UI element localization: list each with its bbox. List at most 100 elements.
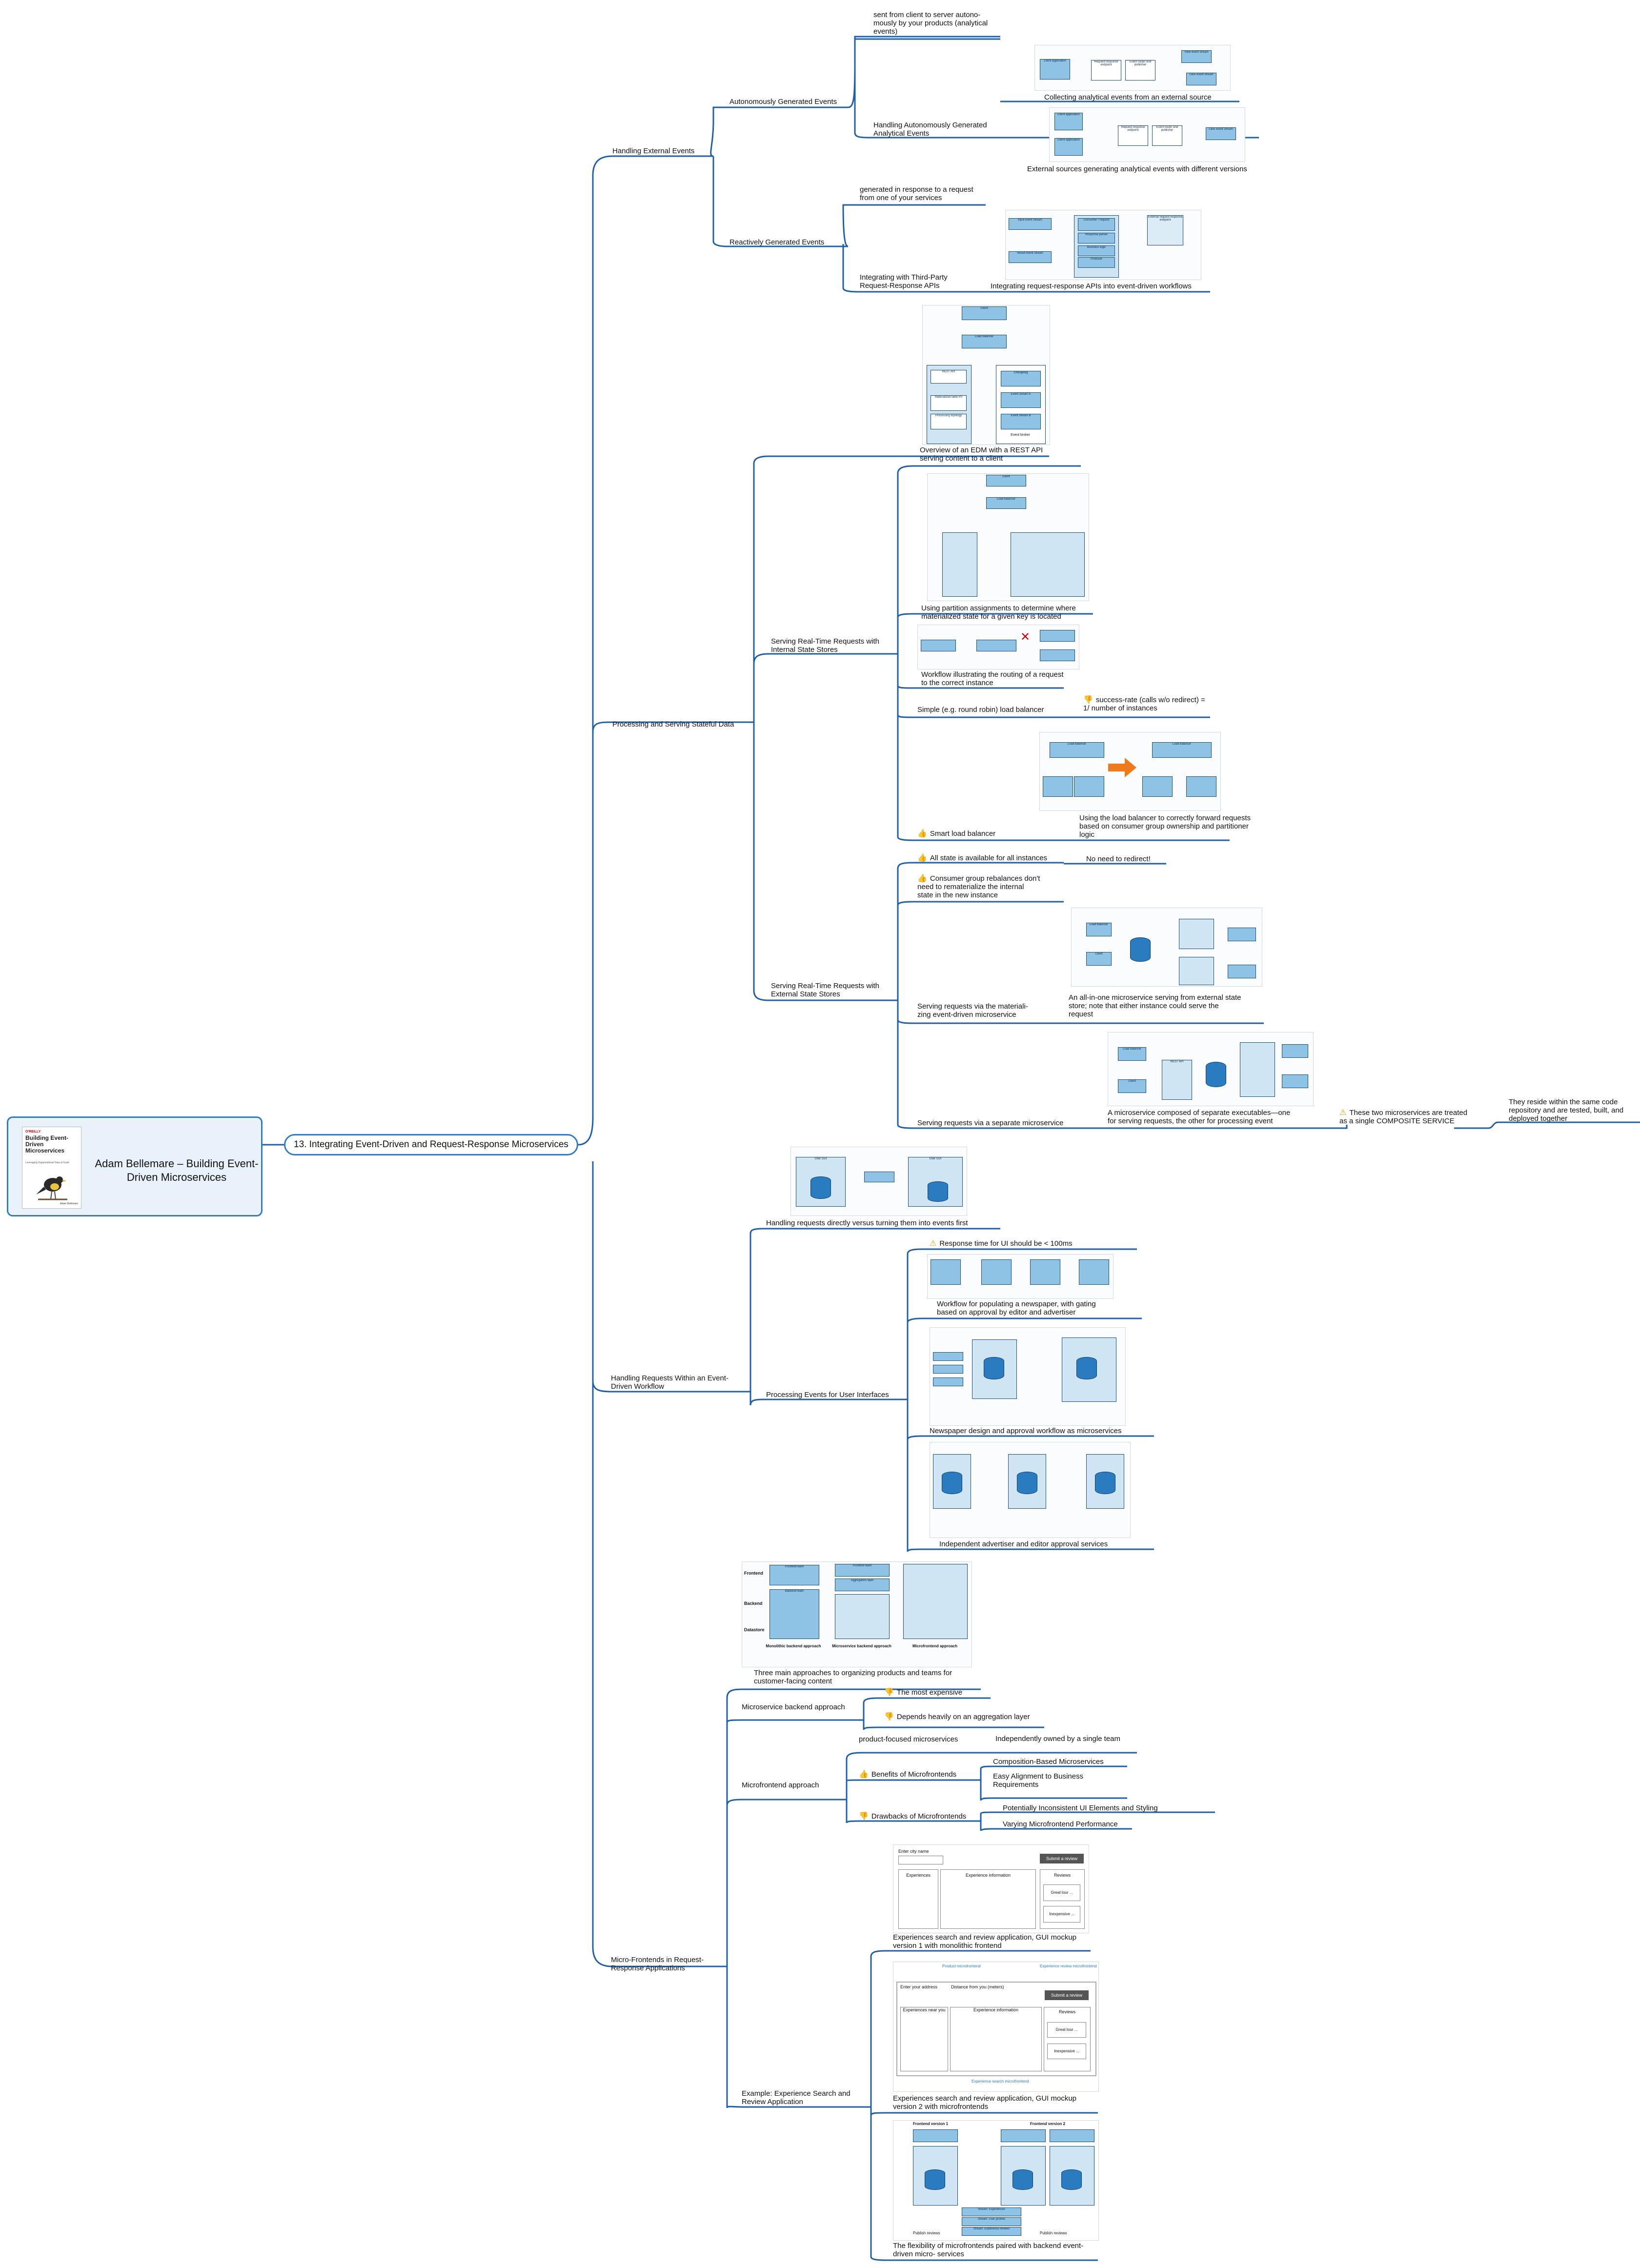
topic-microfrontend-approach[interactable]: Microfrontend approach bbox=[742, 1781, 819, 1789]
topic-internal-state[interactable]: Serving Real-Time Requests with Internal… bbox=[771, 637, 880, 654]
figure-routing: ✕ bbox=[917, 625, 1079, 669]
note-varying-performance[interactable]: Varying Microfrontend Performance bbox=[1003, 1820, 1118, 1828]
datastore-2-disk bbox=[928, 1181, 948, 1202]
caption-smart-lb: Using the load balancer to correctly for… bbox=[1079, 814, 1251, 839]
changelog-box: Changelog bbox=[1001, 371, 1041, 386]
note-depends-aggregation[interactable]: 👎Depends heavily on an aggregation layer bbox=[884, 1713, 1030, 1721]
topic-external-state[interactable]: Serving Real-Time Requests with External… bbox=[771, 982, 880, 998]
thumbs-up-icon: 👍 bbox=[917, 830, 927, 838]
topic-serving-materializing[interactable]: Serving requests via the materiali- zing… bbox=[917, 1002, 1028, 1019]
layouts-stream-box bbox=[933, 1377, 963, 1386]
note-inconsistent-ui[interactable]: Potentially Inconsistent UI Elements and… bbox=[1003, 1804, 1158, 1812]
cross-icon: ✕ bbox=[1020, 630, 1031, 644]
materialized-box: Materialized table P0 bbox=[931, 395, 967, 411]
populator-disk bbox=[984, 1357, 1004, 1379]
populator-disk bbox=[942, 1472, 962, 1494]
topic-example[interactable]: Example: Experience Search and Review Ap… bbox=[742, 2089, 850, 2106]
city-input[interactable] bbox=[898, 1856, 943, 1864]
topic-processing-ui[interactable]: Processing Events for User Interfaces bbox=[766, 1391, 889, 1399]
thumbs-down-icon: 👎 bbox=[1083, 696, 1093, 704]
note-no-redirect[interactable]: No need to redirect! bbox=[1086, 855, 1151, 863]
click-stream-box: Click event stream bbox=[1186, 73, 1216, 85]
note-most-expensive[interactable]: 👎The most expensive bbox=[884, 1688, 963, 1697]
instance-0-box bbox=[1179, 919, 1214, 949]
caption-integrating: Integrating request-response APIs into e… bbox=[991, 282, 1192, 290]
review-item: Great tour ... bbox=[1043, 1884, 1080, 1901]
root-topic[interactable]: O'REILLY Building Event-Driven Microserv… bbox=[7, 1116, 263, 1216]
advertiser-box bbox=[1030, 1259, 1060, 1285]
figure-newspaper-workflow bbox=[927, 1254, 1114, 1299]
bird-illustration-icon bbox=[36, 1176, 67, 1200]
thumbs-down-icon: 👎 bbox=[884, 1713, 894, 1721]
topic-product-focused[interactable]: product-focused microservices bbox=[859, 1735, 958, 1743]
topic-smart-lb[interactable]: 👍Smart load balancer bbox=[917, 830, 996, 838]
submit-review-button[interactable]: Submit a review bbox=[1045, 1990, 1089, 2000]
external-api-box: External request-response endpoint bbox=[1147, 215, 1183, 245]
load-balancer-box: Load balancer bbox=[962, 335, 1007, 348]
topic-micro-frontends[interactable]: Micro-Frontends in Request- Response App… bbox=[611, 1956, 704, 1972]
note-composite[interactable]: ⚠These two microservices are treated as … bbox=[1339, 1109, 1468, 1125]
topic-drawbacks[interactable]: 👎Drawbacks of Microfrontends bbox=[859, 1812, 967, 1821]
figure-handling-directly: User GUI User GUI bbox=[790, 1147, 967, 1216]
warning-icon: ⚠ bbox=[930, 1239, 937, 1248]
topic-simple-lb[interactable]: Simple (e.g. round robin) load balancer bbox=[917, 706, 1044, 714]
review-mf-label: Experience review microfrontend bbox=[1040, 1964, 1097, 1968]
review-item: Inexpensive ... bbox=[1047, 2044, 1086, 2059]
book-subtitle: Leveraging Organizational Data at Scale bbox=[25, 1161, 69, 1164]
note-success-rate[interactable]: 👎success-rate (calls w/o redirect) = 1/ … bbox=[1083, 696, 1205, 712]
stream-a-box: Event stream A bbox=[1001, 392, 1041, 408]
publish-reviews-label: Publish reviews bbox=[913, 2231, 940, 2235]
caption-newspaper-design: Newspaper design and approval workflow a… bbox=[930, 1427, 1122, 1435]
aggregation-box: Aggregation layer bbox=[835, 1579, 890, 1591]
instance-a2-box bbox=[1142, 776, 1173, 797]
topic-handling-within[interactable]: Handling Requests Within an Event- Drive… bbox=[611, 1374, 729, 1391]
ads-stream-box bbox=[933, 1365, 963, 1374]
submit-review-button[interactable]: Submit a review bbox=[1040, 1854, 1084, 1863]
topic-serving-separate[interactable]: Serving requests via a separate microser… bbox=[917, 1119, 1064, 1127]
instance-0-box bbox=[1040, 630, 1075, 642]
topic-microservice-backend[interactable]: Microservice backend approach bbox=[742, 1703, 845, 1711]
note-reside[interactable]: They reside within the same code reposit… bbox=[1509, 1098, 1624, 1123]
note-response-time[interactable]: ⚠Response time for UI should be < 100ms bbox=[930, 1239, 1073, 1248]
release-box bbox=[1079, 1259, 1109, 1285]
topic-all-state[interactable]: 👍All state is available for all instance… bbox=[917, 854, 1048, 862]
note-easy-alignment[interactable]: Easy Alignment to Business Requirements bbox=[993, 1772, 1084, 1789]
topic-consumer-group[interactable]: 👍Consumer group rebalances don't need to… bbox=[917, 874, 1040, 899]
instance-1-box bbox=[1179, 957, 1214, 985]
book-cover-image: O'REILLY Building Event-Driven Microserv… bbox=[22, 1127, 81, 1209]
stream-experiences-box: Stream: Experiences bbox=[962, 2207, 1021, 2216]
note-composition-based[interactable]: Composition-Based Microservices bbox=[993, 1758, 1104, 1766]
figure-separate: Load balancer Client REST API bbox=[1108, 1032, 1314, 1106]
note-autonomous-desc[interactable]: sent from client to server autono- mousl… bbox=[873, 11, 988, 36]
note-independently-owned[interactable]: Independently owned by a single team bbox=[995, 1735, 1121, 1743]
topic-third-party[interactable]: Integrating with Third-Party Request-Res… bbox=[860, 273, 948, 290]
external-state-disk bbox=[1130, 937, 1151, 962]
topic-processing-stateful[interactable]: Processing and Serving Stateful Data bbox=[612, 720, 734, 729]
editor-box bbox=[981, 1259, 1012, 1285]
load-balancer-2-box: Load balancer bbox=[1152, 742, 1212, 758]
topic-handling-external[interactable]: Handling External Events bbox=[612, 147, 695, 155]
client-box: Client bbox=[1086, 952, 1112, 966]
main-topic[interactable]: 13. Integrating Event-Driven and Request… bbox=[284, 1134, 578, 1155]
review-item: Inexpensive ... bbox=[1043, 1906, 1080, 1923]
caption-mockup-v2: Experiences search and review applicatio… bbox=[893, 2094, 1077, 2111]
approvals-disk bbox=[1076, 1357, 1097, 1379]
city-label: Enter city name bbox=[898, 1849, 929, 1854]
note-reactive-desc[interactable]: generated in response to a request from … bbox=[860, 185, 973, 202]
topic-autonomous[interactable]: Autonomously Generated Events bbox=[729, 98, 837, 106]
stream-p1-box bbox=[1282, 1074, 1308, 1088]
topology-box: Processing topology bbox=[931, 414, 967, 429]
app-frame: Enter your address Distance from you (me… bbox=[896, 1982, 1096, 2076]
topic-handling-autonomous[interactable]: Handling Autonomously Generated Analytic… bbox=[873, 121, 987, 138]
figure-integrating: Input event stream Result event stream C… bbox=[1005, 210, 1201, 280]
backend-team-box: Backend team bbox=[769, 1589, 819, 1639]
v2-search-disk bbox=[1012, 2169, 1033, 2190]
microfrontend-box bbox=[903, 1564, 968, 1639]
populate-box bbox=[931, 1259, 961, 1285]
topic-benefits[interactable]: 👍Benefits of Microfrontends bbox=[859, 1770, 957, 1779]
caption-independent: Independent advertiser and editor approv… bbox=[939, 1540, 1108, 1548]
topic-reactive[interactable]: Reactively Generated Events bbox=[729, 238, 825, 246]
logic-box: Business logic bbox=[1078, 245, 1115, 256]
thumbs-down-icon: 👎 bbox=[859, 1812, 869, 1821]
